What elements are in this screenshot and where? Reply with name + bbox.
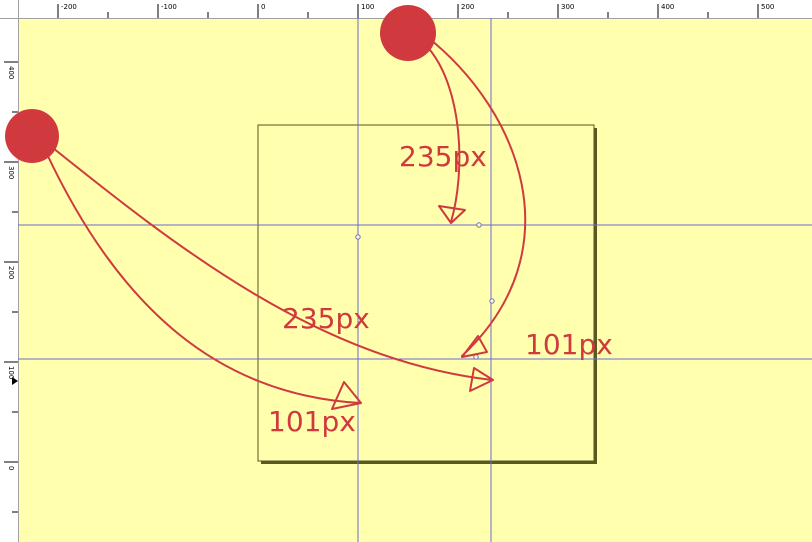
curved-arrow-path[interactable] <box>425 35 527 357</box>
path-node[interactable] <box>355 234 361 240</box>
horizontal-ruler-scale: -200 -100 0 100 200 300 400 500 <box>57 3 774 18</box>
arrowhead-icon <box>438 205 466 224</box>
vruler-label: 300 <box>7 166 15 179</box>
hruler-label: -200 <box>61 3 77 11</box>
vruler-label: 100 <box>7 366 15 379</box>
hruler-label: -100 <box>161 3 177 11</box>
hruler-label: 0 <box>261 3 265 11</box>
ruler-position-marker-icon <box>12 377 18 385</box>
arrowhead-icon <box>461 335 488 358</box>
arrowhead-icon <box>331 381 362 410</box>
hruler-label: 400 <box>661 3 674 11</box>
hruler-label: 300 <box>561 3 574 11</box>
hruler-label: 500 <box>761 3 774 11</box>
vruler-label: 0 <box>7 466 15 470</box>
arrowhead-icon <box>469 367 494 392</box>
dimension-label: 101px <box>525 328 613 361</box>
ruler-corner <box>0 0 19 19</box>
artboard-frame[interactable] <box>257 124 595 462</box>
vruler-label: 400 <box>7 66 15 79</box>
dimension-label: 101px <box>268 405 356 438</box>
path-node[interactable] <box>476 222 482 228</box>
vruler-label: 200 <box>7 266 15 279</box>
curved-arrow-path[interactable] <box>45 151 361 404</box>
dimension-label: 235px <box>399 140 487 173</box>
hruler-label: 200 <box>461 3 474 11</box>
path-node[interactable] <box>489 298 495 304</box>
guides <box>18 18 812 542</box>
vertical-ruler-scale: 400 300 200 100 0 <box>4 61 18 513</box>
hruler-label: 100 <box>361 3 374 11</box>
dimension-label: 235px <box>282 302 370 335</box>
red-circle-handle[interactable] <box>380 5 436 61</box>
curved-arrow-path[interactable] <box>47 143 493 381</box>
curved-arrow-path[interactable] <box>429 49 461 223</box>
red-circle-handle[interactable] <box>5 109 59 163</box>
